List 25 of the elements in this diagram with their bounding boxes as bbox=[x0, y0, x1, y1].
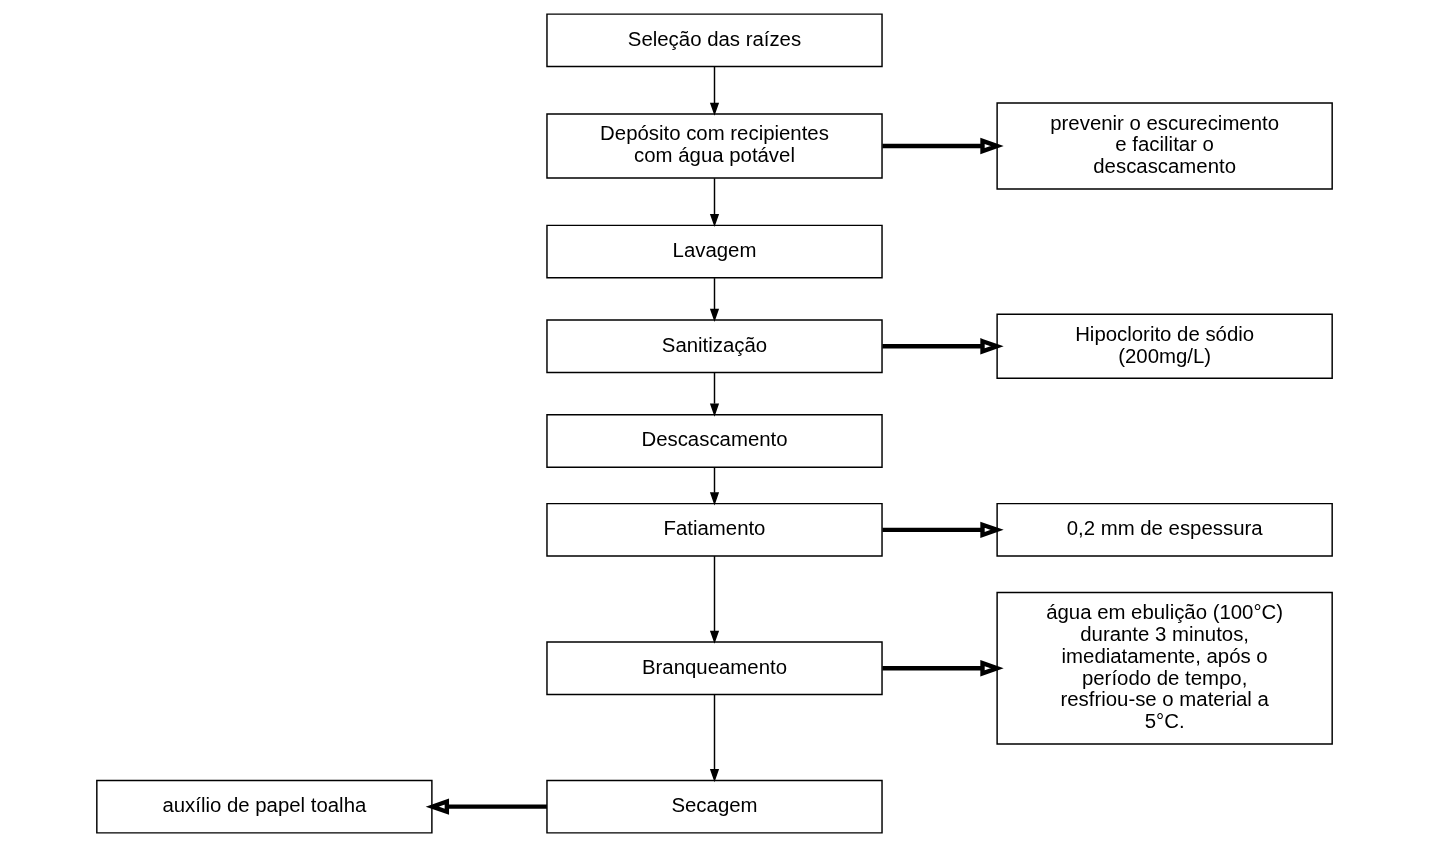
node-box: Lavagem bbox=[546, 224, 883, 279]
node-box: prevenir o escurecimento e facilitar o descascamento bbox=[996, 102, 1333, 190]
node-box: auxílio de papel toalha bbox=[96, 779, 433, 834]
node-box: Depósito com recipientes com água potável bbox=[546, 113, 883, 179]
node-box: Seleção das raízes bbox=[546, 13, 883, 68]
arrow bbox=[882, 660, 1004, 677]
node-box: Hipoclorito de sódio (200mg/L) bbox=[996, 313, 1333, 380]
arrow bbox=[882, 137, 1004, 155]
node-box: 0,2 mm de espessura bbox=[996, 502, 1333, 557]
arrow bbox=[709, 466, 720, 506]
arrow bbox=[425, 798, 547, 815]
arrow bbox=[709, 372, 720, 417]
node-box: Descascamento bbox=[546, 414, 883, 468]
node-box: Branqueamento bbox=[546, 641, 883, 696]
arrow bbox=[709, 65, 720, 116]
node-box: Secagem bbox=[546, 779, 883, 834]
arrow bbox=[709, 277, 720, 322]
arrow bbox=[709, 177, 720, 228]
arrow bbox=[882, 338, 1004, 355]
arrow bbox=[882, 521, 1004, 538]
arrow bbox=[709, 693, 720, 783]
node-box: Fatiamento bbox=[546, 502, 883, 557]
node-box: Sanitização bbox=[546, 319, 883, 374]
node-box: água em ebulição (100°C) durante 3 minutos, imediatamente, após o período de tempo, resfriou-se o material a 5°C. bbox=[996, 591, 1333, 745]
arrow bbox=[709, 555, 720, 644]
